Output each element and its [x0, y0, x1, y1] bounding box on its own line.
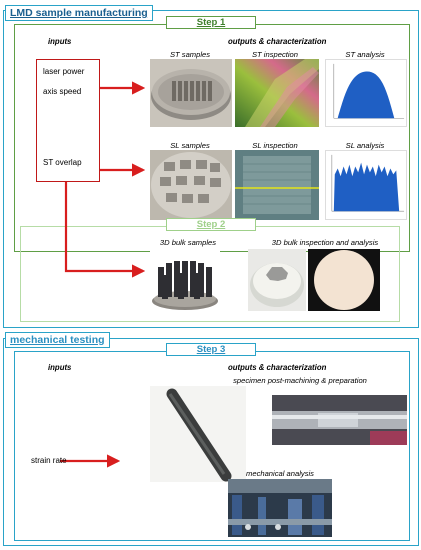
specimen-rod-image [150, 386, 246, 482]
bulk-inspection-label: 3D bulk inspection and analysis [271, 238, 379, 247]
st-analysis-label: ST analysis [345, 50, 385, 59]
section-mechanical-frame [3, 338, 419, 546]
bulk-samples-label: 3D bulk samples [159, 238, 217, 247]
inputs-header: inputs [48, 37, 72, 46]
post-machining-label: specimen post-machining & preparation [233, 376, 367, 385]
step3-inputs-header: inputs [48, 363, 72, 372]
bulk-inspection-image-1 [248, 249, 306, 311]
st-inspection-image [235, 59, 319, 127]
section-lmd-frame [3, 10, 419, 328]
step2-label: Step 2 [166, 218, 256, 231]
input-strain-rate: strain rate [31, 456, 67, 465]
step3-label: Step 3 [166, 343, 256, 356]
st-inspection-label: ST inspection [251, 50, 298, 59]
step1-label: Step 1 [166, 16, 256, 29]
bulk-inspection-image-2 [308, 249, 380, 311]
st-samples-image [150, 59, 232, 127]
bulk-samples-image [150, 249, 220, 311]
sl-samples-image [150, 150, 232, 220]
outputs-header: outputs & characterization [228, 37, 327, 46]
input-st-overlap: ST overlap [43, 158, 82, 167]
mechanical-analysis-image [228, 479, 332, 537]
sl-analysis-label: SL analysis [345, 141, 385, 150]
mechanical-analysis-label: mechanical analysis [246, 469, 314, 478]
sl-analysis-chart [325, 150, 407, 220]
input-axis-speed: axis speed [43, 87, 82, 96]
st-analysis-chart [325, 59, 407, 127]
section-mechanical-title: mechanical testing [5, 332, 110, 348]
st-samples-label: ST samples [169, 50, 211, 59]
step3-outputs-header: outputs & characterization [228, 363, 327, 372]
tensile-specimen-image [272, 395, 407, 445]
sl-inspection-image [235, 150, 319, 220]
input-laser-power: laser power [43, 67, 85, 76]
sl-samples-label: SL samples [170, 141, 210, 150]
section-lmd-title: LMD sample manufacturing [5, 5, 153, 21]
inputs-box [36, 59, 100, 182]
sl-inspection-label: SL inspection [252, 141, 298, 150]
